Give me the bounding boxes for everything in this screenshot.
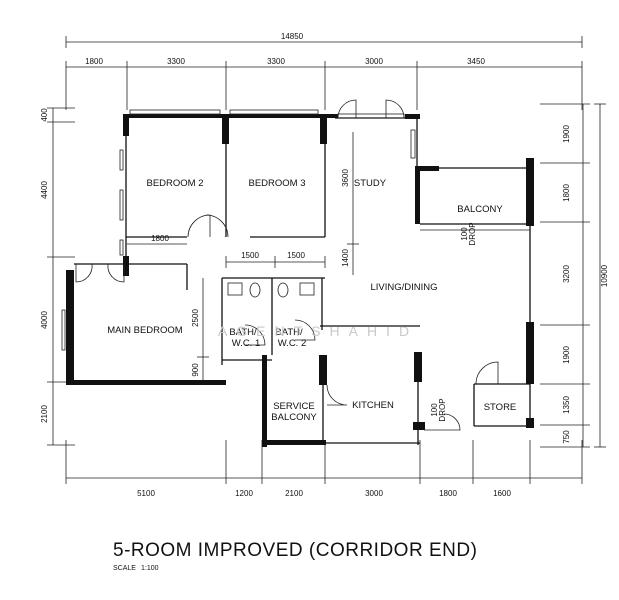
dim-study-1400: 1400	[341, 249, 350, 267]
label-bath-1-line2: W.C. 1	[232, 338, 261, 349]
label-kitchen-drop-line2: DROP	[438, 398, 447, 421]
dim-right-2: 1800	[562, 184, 571, 202]
dim-overall-width: 14850	[281, 32, 304, 41]
label-main-bedroom: MAIN BEDROOM	[107, 325, 183, 336]
label-balcony-drop-line1: 100	[460, 227, 469, 241]
label-service-balcony-line2: BALCONY	[271, 412, 317, 423]
label-balcony-drop-line2: DROP	[468, 222, 477, 245]
label-bath-1-line1: BATH/	[229, 327, 257, 338]
dim-top-2: 3300	[167, 57, 185, 66]
dim-left-3: 4000	[40, 311, 49, 329]
dim-right-3: 3200	[562, 265, 571, 283]
label-kitchen: KITCHEN	[352, 400, 394, 411]
dim-top-4: 3000	[365, 57, 383, 66]
dim-top-1: 1800	[85, 57, 103, 66]
dim-bottom-2: 1200	[235, 489, 253, 498]
dim-bottom-6: 1600	[493, 489, 511, 498]
label-bedroom-3: BEDROOM 3	[248, 178, 305, 189]
label-store: STORE	[484, 402, 517, 413]
dim-bath-1500-a: 1500	[241, 251, 259, 260]
label-service-balcony-line1: SERVICE	[273, 401, 315, 412]
dim-bottom-4: 3000	[365, 489, 383, 498]
dim-left-4: 2100	[40, 405, 49, 423]
dim-wc-900: 900	[191, 363, 200, 377]
watermark: AGENTSHAHID	[218, 323, 418, 339]
dim-wc-2500: 2500	[191, 309, 200, 327]
dim-bottom-5: 1800	[439, 489, 457, 498]
dim-study-3600: 3600	[341, 169, 350, 187]
dim-right-5: 1350	[562, 396, 571, 414]
scale-value: 1:100	[141, 565, 159, 572]
label-bedroom-2: BEDROOM 2	[146, 178, 203, 189]
label-bath-2-line1: BATH/	[275, 327, 303, 338]
dim-left-2: 4400	[40, 181, 49, 199]
dim-bottom-3: 2100	[285, 489, 303, 498]
label-balcony: BALCONY	[457, 204, 503, 215]
dim-right-6: 750	[562, 430, 571, 444]
dim-bottom-1: 5100	[137, 489, 155, 498]
label-bath-2-line2: W.C. 2	[278, 338, 307, 349]
dimension-labels: 14850 1800 3300 3300 3000 3450 5100 1200…	[40, 32, 609, 498]
plan-title: 5-ROOM IMPROVED (CORRIDOR END)	[113, 540, 477, 561]
label-kitchen-drop-line1: 100	[430, 403, 439, 417]
dim-top-3: 3300	[267, 57, 285, 66]
dim-corridor-1800: 1800	[151, 234, 169, 243]
dim-top-5: 3450	[467, 57, 485, 66]
doors-and-windows	[61, 99, 530, 431]
room-labels: BEDROOM 2 BEDROOM 3 STUDY BALCONY LIVING…	[107, 178, 516, 423]
dimension-lines	[47, 36, 606, 484]
scale-label: SCALE	[113, 565, 136, 572]
dim-bath-1500-b: 1500	[287, 251, 305, 260]
walls	[66, 114, 534, 447]
dim-right-1: 1900	[562, 125, 571, 143]
label-study: STUDY	[354, 178, 387, 189]
label-living-dining: LIVING/DINING	[370, 282, 437, 293]
dim-right-4: 1900	[562, 346, 571, 364]
dim-right-overall: 10900	[600, 264, 609, 287]
dim-left-1: 400	[40, 108, 49, 122]
